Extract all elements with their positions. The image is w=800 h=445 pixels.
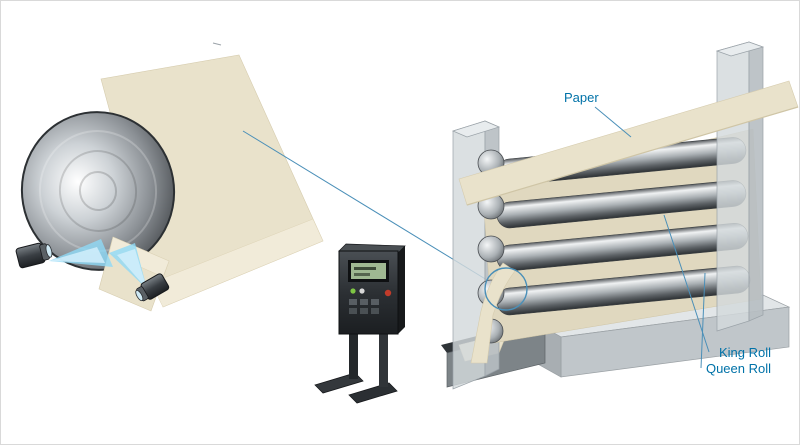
key-4 bbox=[349, 308, 357, 314]
labels: Paper King Roll Queen Roll bbox=[564, 90, 771, 376]
spray-beam-left-core bbox=[49, 247, 105, 263]
detail-circle-marker bbox=[484, 267, 528, 311]
key-5 bbox=[360, 308, 368, 314]
console-cabinet-side bbox=[398, 246, 405, 334]
tick-mark bbox=[212, 42, 222, 46]
paper-pointer-line bbox=[594, 106, 632, 138]
key-2 bbox=[360, 299, 368, 305]
right-post-top bbox=[715, 41, 765, 57]
spray-beam-right-core bbox=[117, 249, 147, 289]
indicator-green bbox=[350, 288, 356, 294]
queen-roll-label: Queen Roll bbox=[706, 361, 771, 376]
roll-end-3 bbox=[477, 235, 505, 263]
paper-underside-band bbox=[150, 218, 324, 308]
key-1 bbox=[349, 299, 357, 305]
queen-roll-pointer-line bbox=[700, 272, 706, 369]
left-post-top bbox=[451, 120, 501, 138]
key-6 bbox=[371, 308, 379, 314]
paper-web-incoming bbox=[470, 262, 516, 364]
indicator-red bbox=[384, 289, 392, 297]
edge-sensor-left bbox=[15, 242, 53, 269]
console-foot-right bbox=[348, 382, 398, 404]
screen-row-1 bbox=[354, 267, 376, 270]
right-post-front bbox=[716, 41, 750, 332]
paper-web-top-edge bbox=[466, 106, 799, 206]
console-screen bbox=[351, 263, 386, 279]
screen-row-2 bbox=[354, 273, 370, 276]
edge-detail-view bbox=[15, 42, 324, 312]
king-roll-label: King Roll bbox=[719, 345, 771, 360]
console-leg-left bbox=[349, 327, 358, 379]
king-roll-pointer-line bbox=[663, 214, 710, 353]
edge-sensor-right bbox=[135, 273, 170, 302]
key-3 bbox=[371, 299, 379, 305]
paper-label: Paper bbox=[564, 90, 599, 105]
right-post-side bbox=[748, 41, 764, 322]
detail-connector-line bbox=[242, 130, 488, 281]
control-console bbox=[314, 243, 406, 404]
console-leg-right bbox=[379, 323, 388, 387]
indicator-white bbox=[359, 288, 365, 294]
large-roll-face bbox=[20, 111, 176, 271]
calender-machine bbox=[441, 41, 799, 390]
